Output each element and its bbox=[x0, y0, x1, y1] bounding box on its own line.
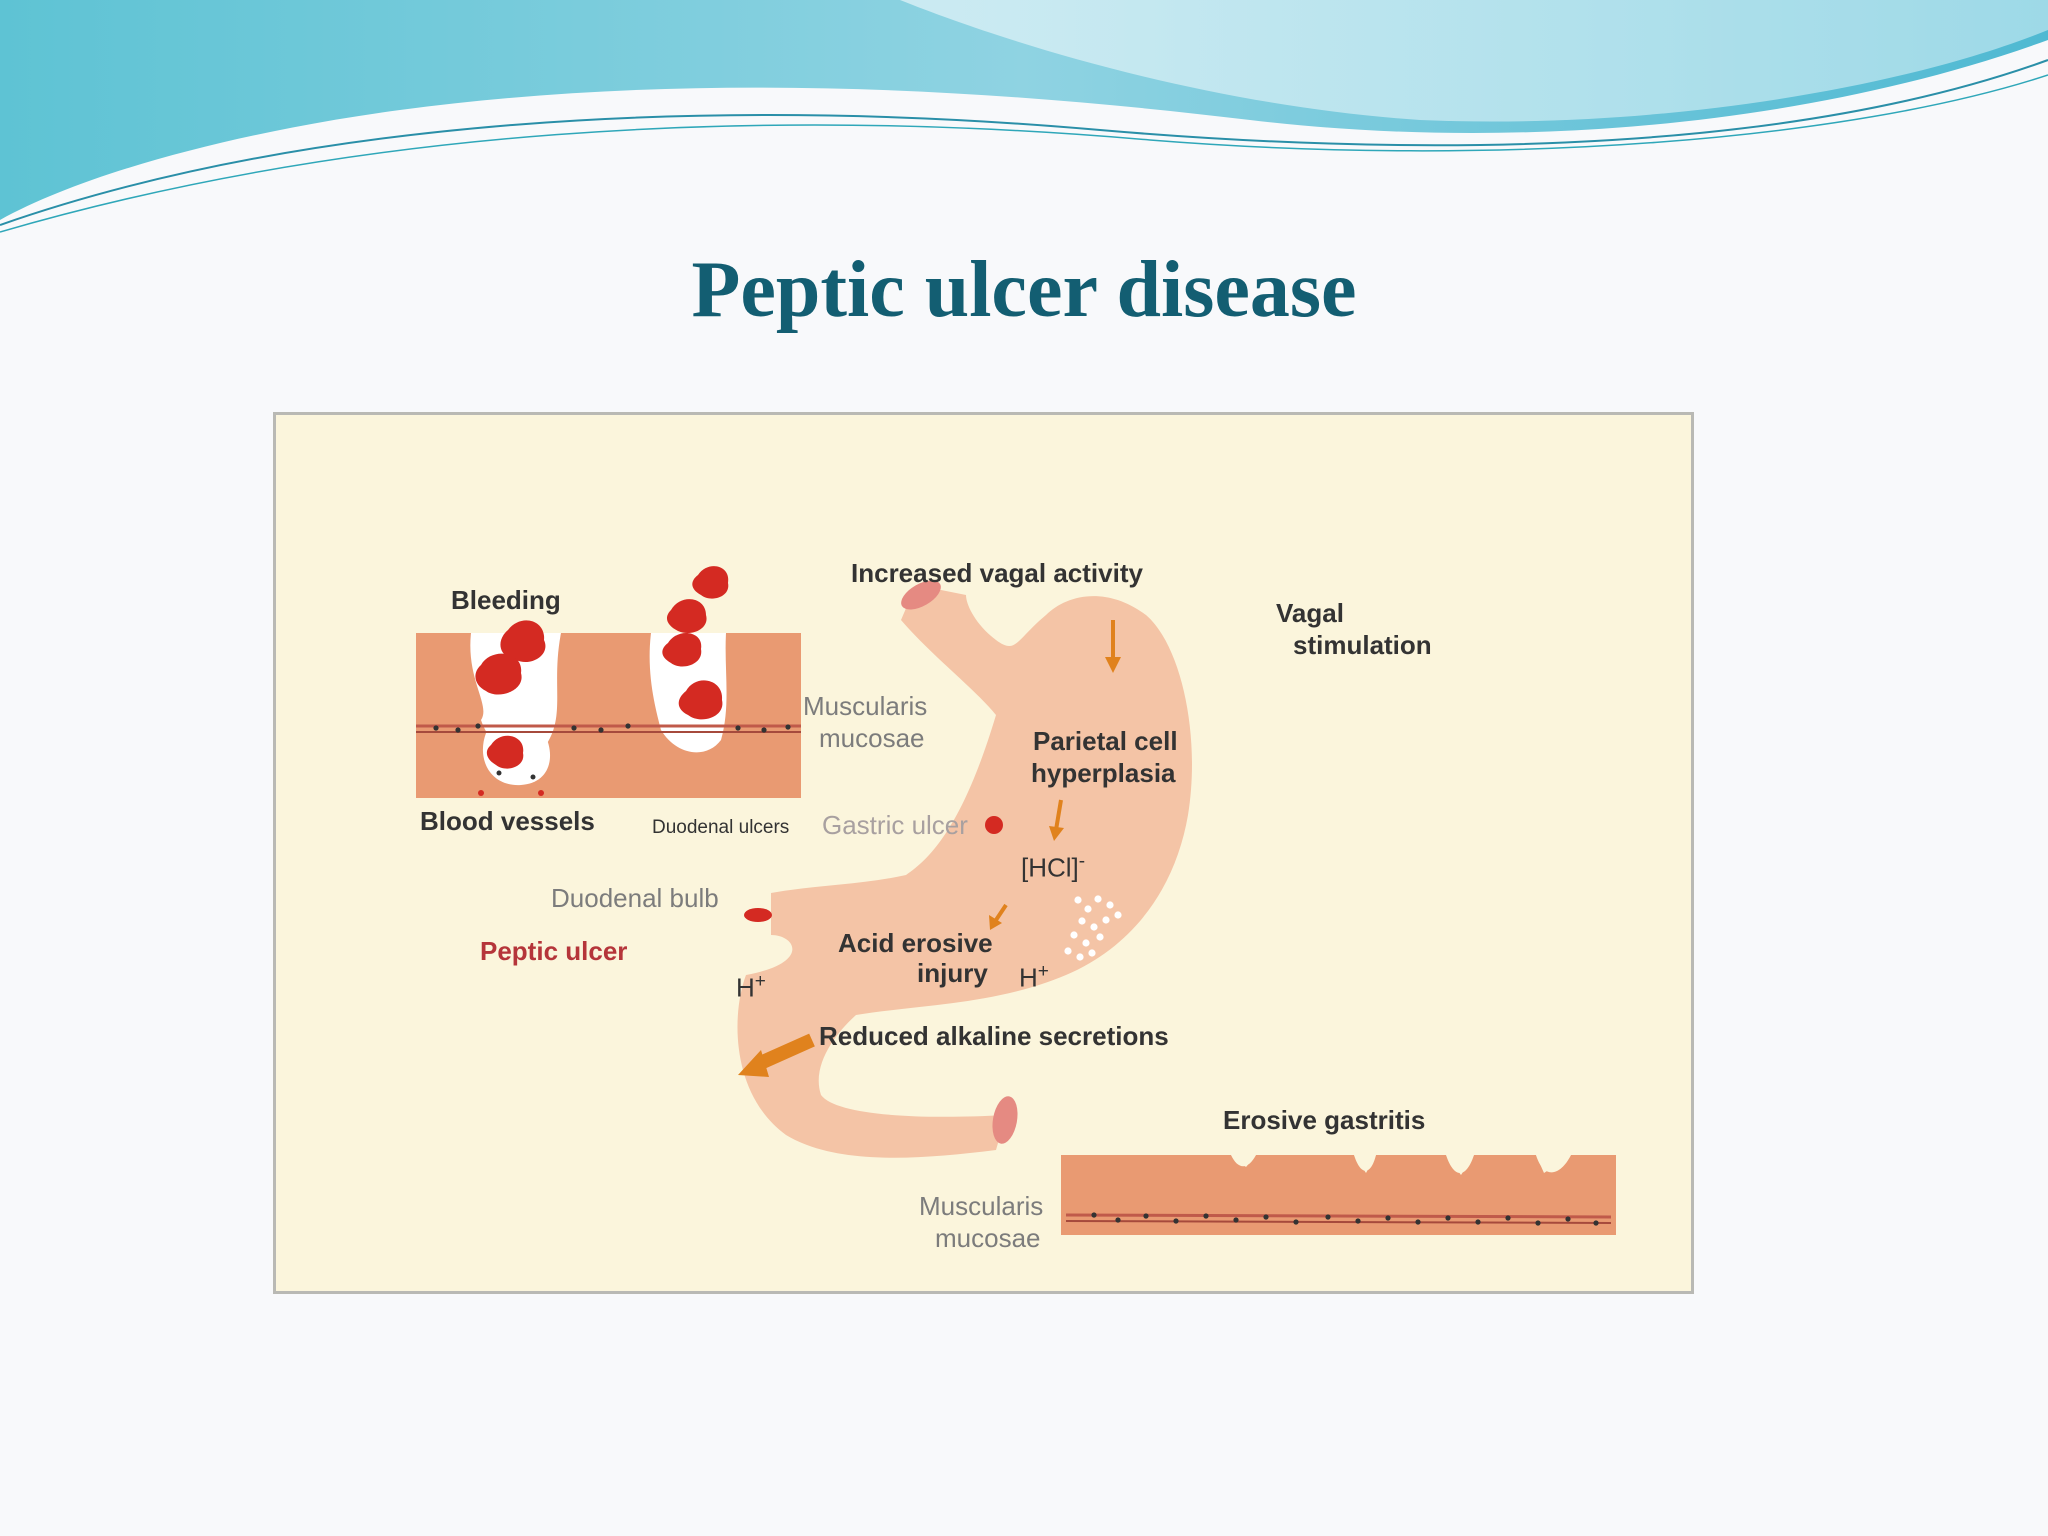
label-blood-vessels: Blood vessels bbox=[420, 806, 595, 836]
header-wave-banner bbox=[0, 0, 2048, 233]
duodenal-ulcer-tissue bbox=[416, 566, 801, 798]
label-peptic-ulcer: Peptic ulcer bbox=[480, 936, 628, 966]
label-parietal-cell: Parietal cell bbox=[1033, 726, 1178, 756]
diagram-drawing bbox=[416, 566, 1616, 1235]
label-mucosae-top: mucosae bbox=[819, 723, 925, 753]
label-vagal: Vagal bbox=[1276, 598, 1344, 628]
label-muscularis-bottom: Muscularis bbox=[919, 1191, 1044, 1221]
slide-title: Peptic ulcer disease bbox=[691, 246, 1357, 334]
label-h-plus-left: H+ bbox=[736, 971, 766, 1003]
label-erosive-gastritis: Erosive gastritis bbox=[1223, 1105, 1426, 1135]
label-muscularis-top: Muscularis bbox=[803, 691, 928, 721]
label-bleeding: Bleeding bbox=[451, 585, 561, 615]
peptic-ulcer-diagram: Increased vagal activity Vagal stimulati… bbox=[273, 412, 1694, 1294]
stomach-illustration bbox=[737, 580, 1192, 1158]
label-stimulation: stimulation bbox=[1293, 630, 1432, 660]
arrows bbox=[738, 620, 1121, 1077]
label-acid-erosive: Acid erosive bbox=[838, 928, 993, 958]
label-reduced-alkaline-secretions: Reduced alkaline secretions bbox=[819, 1021, 1169, 1051]
label-increased-vagal-activity: Increased vagal activity bbox=[851, 558, 1143, 588]
label-duodenal-bulb: Duodenal bulb bbox=[551, 883, 719, 913]
label-hyperplasia: hyperplasia bbox=[1031, 758, 1176, 788]
label-h-plus-right: H+ bbox=[1019, 961, 1049, 993]
erosive-gastritis-tissue bbox=[1061, 1155, 1616, 1235]
label-duodenal-ulcers: Duodenal ulcers bbox=[652, 817, 790, 838]
label-injury: injury bbox=[917, 958, 988, 988]
label-hcl: [HCl]- bbox=[1021, 851, 1086, 883]
label-mucosae-bottom: mucosae bbox=[935, 1223, 1041, 1253]
label-gastric-ulcer: Gastric ulcer bbox=[822, 810, 968, 840]
